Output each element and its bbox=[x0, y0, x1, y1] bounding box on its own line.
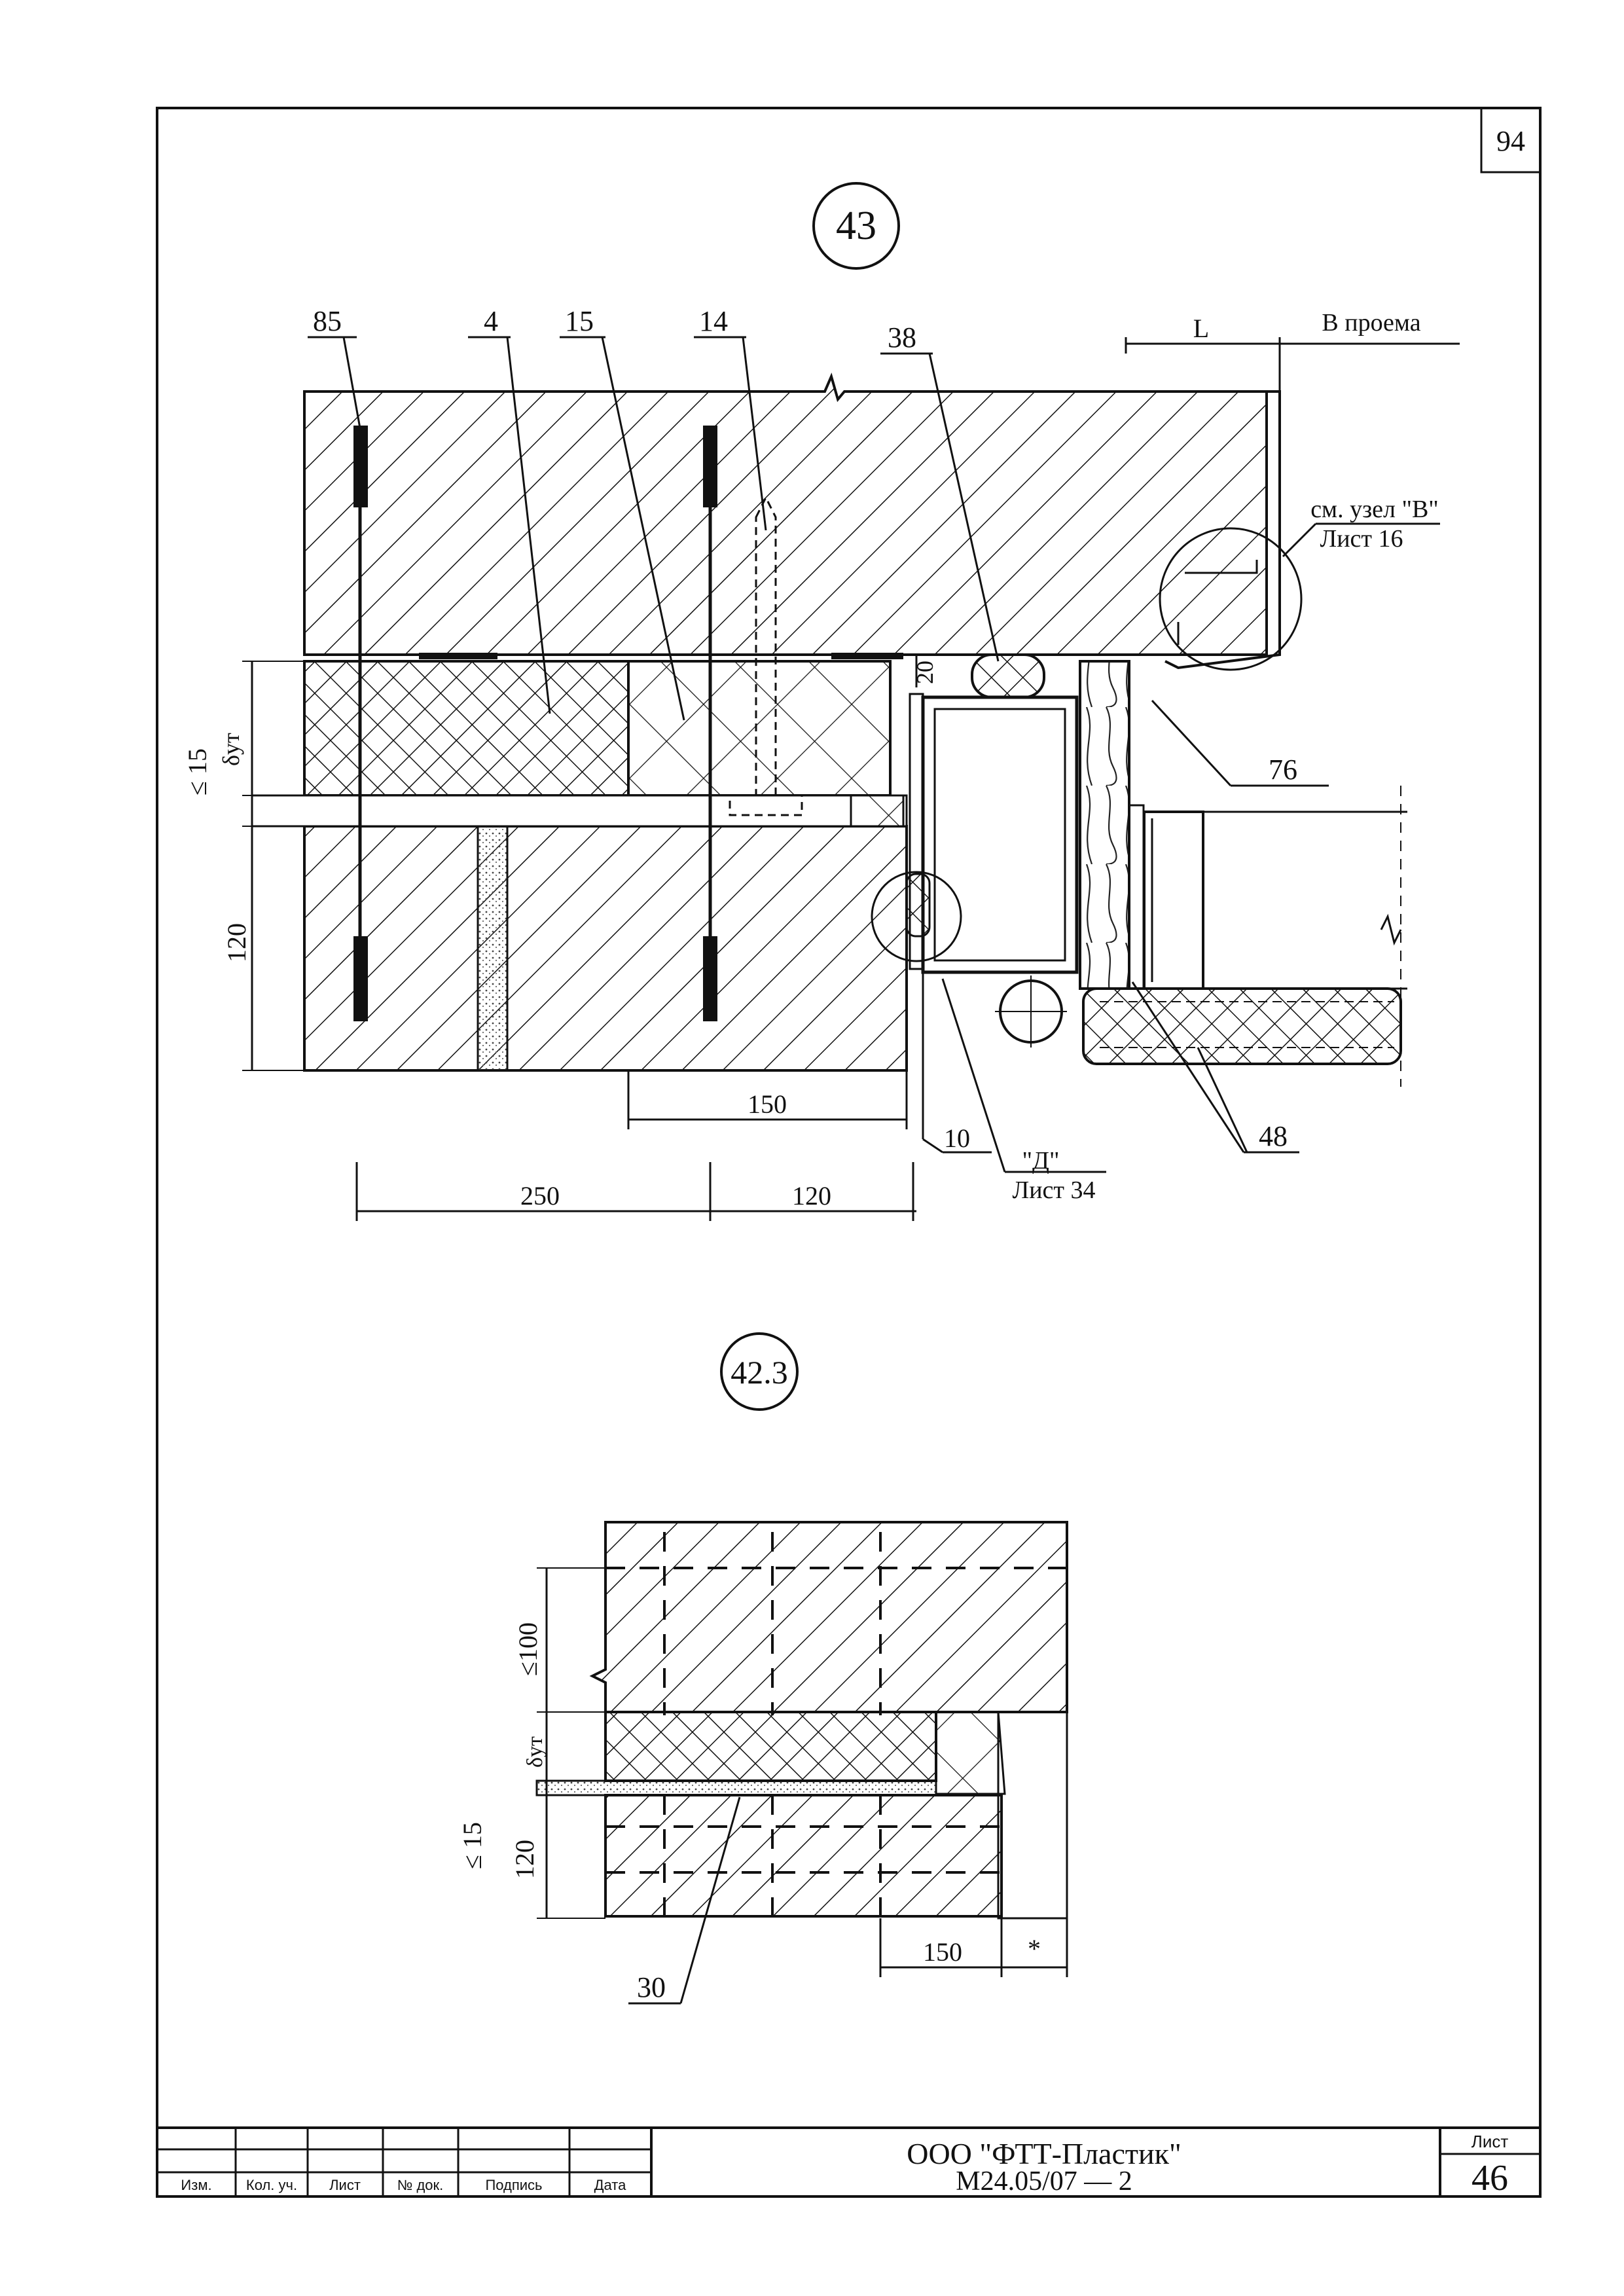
detail-b-circle bbox=[1159, 527, 1303, 671]
svg-text:Подпись: Подпись bbox=[485, 2177, 542, 2193]
side-plaster bbox=[997, 1711, 1068, 1920]
tie-anchor bbox=[353, 426, 368, 507]
dim-120-vertical: 120 bbox=[222, 923, 251, 962]
svg-text:38: 38 bbox=[888, 321, 916, 354]
dim-delta: δут bbox=[218, 733, 244, 766]
node-43-circle bbox=[812, 182, 900, 270]
svg-text:Лист 34: Лист 34 bbox=[1012, 1176, 1095, 1204]
outer-wall-layer bbox=[303, 373, 1268, 656]
dim-le15-lower: ≤ 15 bbox=[458, 1822, 487, 1869]
window-frame-profile bbox=[909, 693, 1079, 974]
insulation-4 bbox=[303, 660, 630, 797]
title-block: Изм. Кол. уч. Лист № док. Подпись Дата О… bbox=[157, 2126, 1540, 2198]
callout-4: 4 bbox=[468, 305, 551, 714]
sill-board-48 bbox=[1082, 987, 1402, 1065]
svg-text:76: 76 bbox=[1269, 754, 1297, 786]
lower-block bbox=[604, 1794, 1003, 1918]
dim-150-lower: 150 bbox=[923, 1937, 962, 1967]
dim-250: 250 bbox=[520, 1181, 560, 1211]
callout-30: 30 bbox=[628, 1796, 741, 2005]
upper-block bbox=[589, 1521, 1068, 1713]
callout-14: 14 bbox=[694, 305, 767, 531]
svg-text:15: 15 bbox=[565, 305, 594, 337]
tie-anchor bbox=[703, 936, 717, 1021]
svg-text:Дата: Дата bbox=[594, 2177, 626, 2193]
dim-20: 20 bbox=[912, 661, 938, 684]
closure-block bbox=[850, 794, 905, 828]
svg-text:Кол. уч.: Кол. уч. bbox=[246, 2177, 297, 2193]
tie-anchor bbox=[703, 426, 717, 507]
detail-d-circle bbox=[871, 871, 962, 962]
callout-48: 48 bbox=[1131, 981, 1299, 1154]
air-gap bbox=[251, 794, 908, 828]
sealing-cord-38 bbox=[971, 653, 1045, 699]
svg-text:Лист: Лист bbox=[329, 2177, 361, 2193]
membrane-strip bbox=[831, 653, 903, 659]
opening-label: В проема bbox=[1322, 309, 1420, 337]
sheet-frame: 94 bbox=[156, 107, 1542, 2198]
svg-text:4: 4 bbox=[484, 305, 498, 337]
dim-l: L bbox=[1193, 314, 1209, 343]
dowel-14 bbox=[755, 495, 777, 797]
callout-85: 85 bbox=[308, 305, 363, 436]
dowel-head bbox=[729, 794, 803, 816]
membrane-strip bbox=[419, 653, 497, 659]
callout-38: 38 bbox=[880, 321, 1000, 662]
node-43-id: 43 bbox=[836, 204, 876, 248]
wooden-sash bbox=[1079, 660, 1130, 990]
sheet-number: 46 bbox=[1471, 2158, 1508, 2198]
sash-bead bbox=[1128, 804, 1145, 990]
svg-text:Изм.: Изм. bbox=[181, 2177, 211, 2193]
reference-node-b: см. узел "В" Лист 16 bbox=[1282, 496, 1440, 558]
svg-text:"Д": "Д" bbox=[1022, 1147, 1060, 1175]
reference-node-d: "Д" Лист 34 bbox=[941, 978, 1106, 1204]
node-42-3-circle bbox=[720, 1332, 799, 1411]
company-name: ООО "ФТТ-Пластик" bbox=[907, 2137, 1182, 2170]
inner-wall-layer bbox=[303, 825, 908, 1072]
insulation-15 bbox=[627, 660, 892, 797]
svg-text:85: 85 bbox=[313, 305, 342, 337]
dim-150: 150 bbox=[748, 1089, 787, 1119]
svg-text:30: 30 bbox=[637, 1971, 666, 2003]
tie-anchor bbox=[353, 936, 368, 1021]
node-42-3-detail: 42.3 ≤100 δут ≤ 1 bbox=[458, 1332, 1068, 2005]
corner-number: 94 bbox=[1496, 125, 1525, 157]
doc-code: М24.05/07 — 2 bbox=[956, 2166, 1132, 2196]
svg-text:14: 14 bbox=[699, 305, 728, 337]
dim-delta-lower: δут bbox=[523, 1736, 547, 1768]
dim-star: * bbox=[1028, 1934, 1041, 1963]
svg-text:48: 48 bbox=[1259, 1120, 1288, 1152]
svg-text:см. узел "В": см. узел "В" bbox=[1310, 496, 1439, 523]
callout-15: 15 bbox=[560, 305, 685, 721]
insulation-layer bbox=[604, 1711, 937, 1782]
reveal-flashing bbox=[1164, 390, 1281, 670]
svg-text:№ док.: № док. bbox=[397, 2177, 444, 2193]
dim-120-horizontal: 120 bbox=[792, 1181, 831, 1211]
node-42-3-id: 42.3 bbox=[731, 1354, 788, 1391]
svg-text:Лист 16: Лист 16 bbox=[1320, 525, 1403, 553]
mortar-bed-30 bbox=[535, 1779, 937, 1796]
closure-wedge bbox=[935, 1711, 1006, 1795]
seal-d bbox=[905, 873, 931, 938]
dim-120-lower: 120 bbox=[510, 1840, 539, 1879]
dim-10: 10 bbox=[944, 1123, 970, 1153]
sheet-label: Лист bbox=[1471, 2132, 1509, 2151]
dim-le100: ≤100 bbox=[513, 1622, 543, 1676]
callout-76: 76 bbox=[1151, 699, 1329, 787]
dim-le15: ≤ 15 bbox=[183, 748, 212, 795]
node-43-detail: 43 20 bbox=[183, 182, 1460, 1221]
mortar-joint bbox=[477, 825, 509, 1072]
